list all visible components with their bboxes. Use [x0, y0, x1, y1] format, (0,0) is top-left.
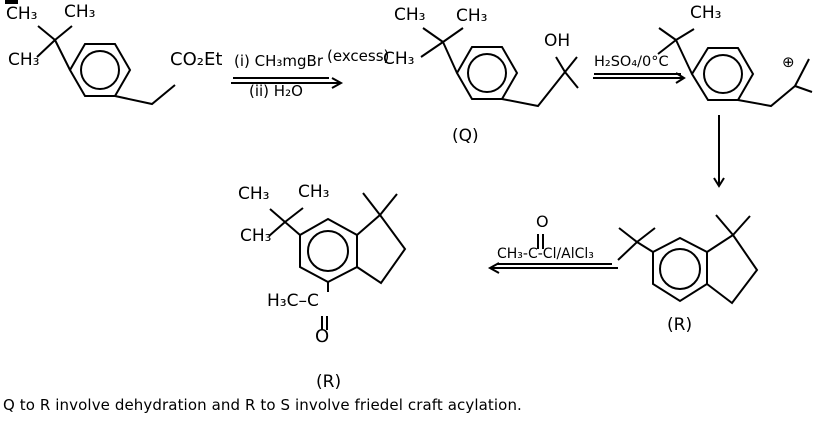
tert-butyl-bonds	[657, 27, 695, 75]
acyl-chloride-double-bond	[537, 234, 544, 249]
cropped-text-fragment	[5, 0, 18, 4]
ester-chain-bonds	[114, 84, 176, 106]
reagent-step1-label: (i) CH₃mgBr	[234, 52, 323, 70]
down-arrow	[713, 115, 725, 188]
methyl-label: CH₃	[238, 184, 270, 204]
arrow-head-left-icon	[487, 262, 500, 274]
benzene-ring	[652, 236, 708, 303]
cyclopentane-ring	[356, 213, 407, 285]
methyl-label: CH₃	[383, 49, 415, 69]
methyl-label: CH₃	[6, 4, 38, 24]
reagent-step3-label: CH₃-C-Cl/AlCl₃	[497, 246, 594, 262]
methyl-label: CH₃	[64, 2, 96, 22]
carbinol-bonds	[555, 56, 579, 89]
s-structure	[268, 192, 407, 330]
aromatic-circle	[703, 54, 743, 94]
aromatic-circle	[307, 230, 349, 272]
methyl-label: CH₃	[690, 3, 722, 23]
aromatic-circle	[467, 53, 507, 93]
arrow-head-right-icon	[675, 72, 686, 84]
tert-butyl-bonds	[617, 227, 656, 261]
start-material-structure	[36, 25, 176, 106]
carbonyl-oxygen-label: O	[315, 326, 330, 347]
chain-bonds	[737, 85, 796, 108]
r-structure	[617, 214, 759, 305]
methyl-label: CH₃	[456, 6, 488, 26]
arrow-head-right-icon	[331, 77, 344, 89]
cation-methyl-bonds	[794, 58, 813, 93]
carbocation-structure	[657, 27, 813, 108]
compound-s-label: (R)	[316, 372, 342, 392]
acylation-arrow	[487, 234, 618, 274]
methyl-label: CH₃	[240, 226, 272, 246]
gem-dimethyl-bonds	[362, 192, 398, 216]
chain-bonds	[501, 71, 566, 108]
methyl-label: CH₃	[394, 5, 426, 25]
acetyl-group-label: H₃C–C	[267, 291, 319, 311]
methyl-label: CH₃	[8, 50, 40, 70]
q-structure	[420, 27, 579, 108]
reaction-arrow-2	[593, 72, 686, 84]
aromatic-circle	[80, 50, 120, 90]
tert-butyl-bonds	[36, 25, 73, 71]
reagent-step2-label: H₂SO₄/0°C	[594, 54, 669, 70]
compound-q-label: (Q)	[452, 126, 479, 146]
ketone-double-bond	[321, 316, 328, 330]
gem-dimethyl-bonds	[715, 214, 751, 236]
tert-butyl-bonds	[268, 207, 304, 237]
hydroxyl-label: OH	[544, 31, 571, 51]
excess-label: (excess)	[327, 47, 390, 65]
plus-charge-icon: ⊕	[782, 53, 795, 71]
methyl-label: CH₃	[298, 182, 330, 202]
reagent-step1b-label: (ii) H₂O	[249, 82, 303, 100]
reaction-arrow-1	[231, 77, 344, 89]
arrow-head-down-icon	[713, 177, 725, 188]
ester-group-label: CO₂Et	[170, 49, 223, 70]
footnote-text: Q to R involve dehydration and R to S in…	[3, 396, 522, 414]
aromatic-circle	[659, 248, 701, 290]
carbonyl-oxygen-label: O	[536, 212, 549, 231]
tert-butyl-bonds	[420, 27, 464, 74]
compound-r-label: (R)	[667, 315, 693, 335]
cyclopentane-ring	[706, 233, 759, 305]
